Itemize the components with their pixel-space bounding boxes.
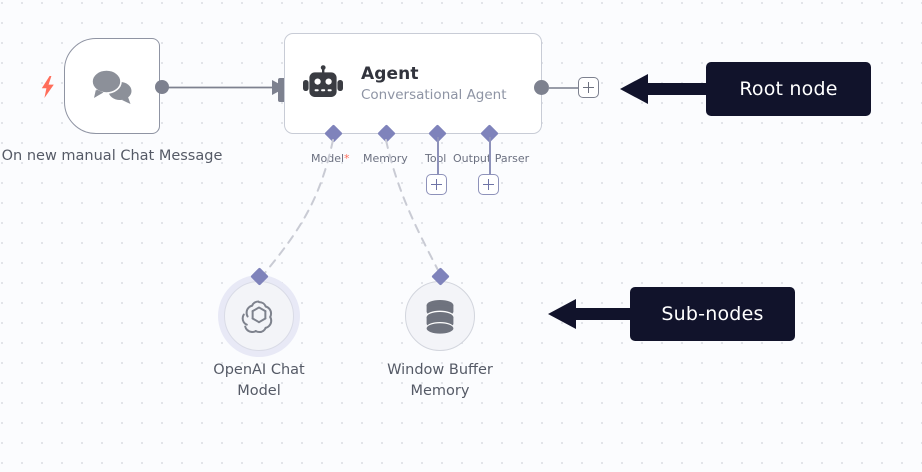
sub-nodes-callout-text: Sub-nodes [661, 303, 764, 325]
openai-logo-icon [240, 297, 278, 335]
trigger-output-port[interactable] [155, 80, 169, 94]
agent-connector-label-output-parser: Output Parser [453, 152, 529, 165]
root-node-callout-arrow [620, 74, 718, 104]
node-label-trigger: On new manual Chat Message [0, 146, 232, 167]
agent-input-port[interactable] [278, 78, 287, 102]
chat-bubbles-icon [89, 67, 135, 105]
output-parser-stub-line [488, 137, 491, 175]
add-tool-button[interactable] [426, 174, 447, 195]
agent-output-port[interactable] [534, 80, 549, 95]
connector-label-text-tool: Tool [425, 152, 446, 165]
root-node-callout-text: Root node [739, 78, 838, 100]
plus-icon [583, 82, 594, 93]
agent-connector-label-tool: Tool [425, 152, 446, 165]
add-output-parser-button[interactable] [478, 174, 499, 195]
required-marker-model: * [344, 152, 350, 165]
agent-subtitle: Conversational Agent [361, 86, 507, 103]
agent-connector-label-memory: Memory [363, 152, 408, 165]
agent-output-stub-line [548, 87, 580, 89]
memory-label-line2: Memory [410, 383, 470, 399]
tool-stub-line [436, 137, 439, 175]
plus-icon [431, 179, 442, 190]
openai-label-line1: OpenAI Chat [213, 362, 305, 378]
robot-icon [285, 64, 361, 102]
connector-label-text-memory: Memory [363, 152, 408, 165]
trigger-label-text: On new manual Chat Message [1, 148, 223, 164]
lightning-bolt-icon [38, 74, 58, 100]
sub-nodes-callout-arrow [548, 299, 644, 329]
connector-label-text-output-parser: Output Parser [453, 152, 530, 165]
node-on-new-manual-chat-message[interactable] [64, 38, 160, 134]
node-label-openai-chat-model: OpenAI Chat Model [169, 360, 349, 402]
memory-label-line1: Window Buffer [387, 362, 493, 378]
openai-label-line2: Model [237, 383, 281, 399]
agent-title: Agent [361, 63, 419, 84]
sub-nodes-callout: Sub-nodes [630, 287, 795, 341]
node-window-buffer-memory[interactable] [405, 281, 475, 351]
plus-icon [483, 179, 494, 190]
database-icon [423, 298, 457, 334]
node-label-window-buffer-memory: Window Buffer Memory [350, 360, 530, 402]
node-openai-chat-model[interactable] [224, 281, 294, 351]
node-agent[interactable]: Agent Conversational Agent [284, 33, 542, 134]
add-node-after-agent-button[interactable] [578, 77, 599, 98]
root-node-callout: Root node [706, 62, 871, 116]
